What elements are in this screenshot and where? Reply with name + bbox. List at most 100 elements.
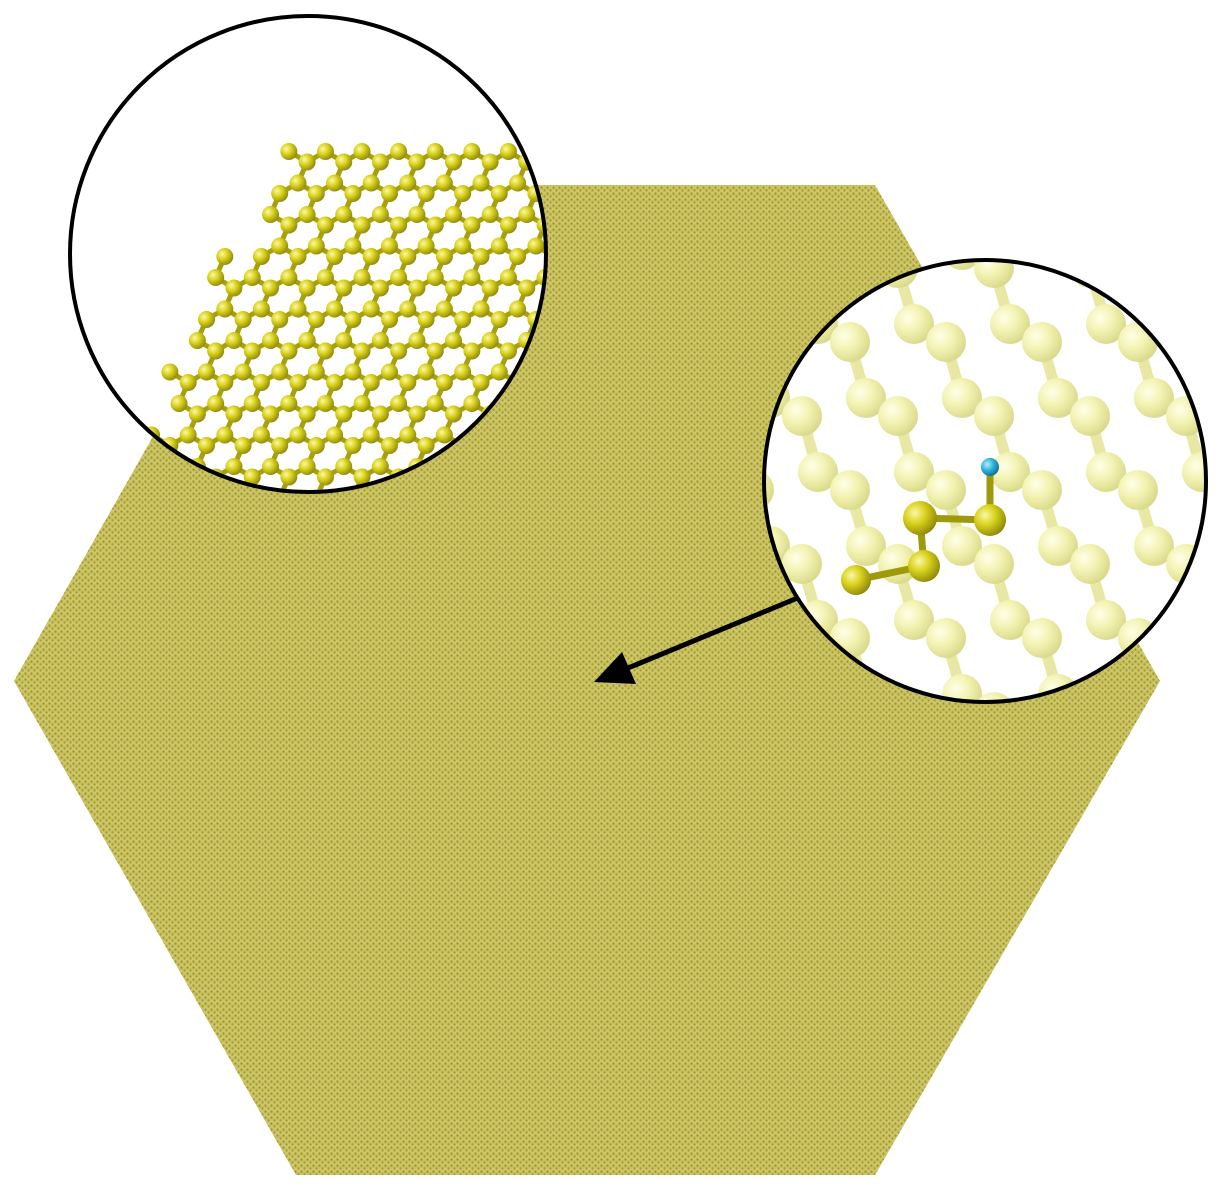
atom bbox=[463, 342, 481, 360]
atom bbox=[179, 374, 197, 391]
atom bbox=[646, 143, 663, 160]
lattice-atoms bbox=[124, 143, 755, 492]
faded-atom bbox=[1214, 174, 1226, 214]
atom bbox=[381, 311, 398, 328]
atom bbox=[326, 374, 344, 391]
atom bbox=[243, 342, 261, 360]
atom bbox=[463, 143, 481, 160]
atom bbox=[262, 458, 280, 475]
atom bbox=[216, 374, 234, 391]
atom bbox=[390, 216, 408, 234]
atom bbox=[271, 437, 289, 454]
atom bbox=[527, 237, 545, 255]
atom bbox=[316, 468, 334, 486]
atom bbox=[472, 248, 490, 265]
faded-atom bbox=[942, 378, 982, 418]
atom bbox=[399, 174, 417, 192]
atom bbox=[499, 342, 517, 360]
defect-atom bbox=[903, 501, 937, 535]
atom bbox=[371, 153, 389, 171]
atom bbox=[280, 342, 298, 360]
atom bbox=[472, 300, 490, 318]
atom bbox=[280, 269, 298, 286]
atom bbox=[344, 237, 362, 255]
atom bbox=[738, 154, 755, 171]
atom bbox=[326, 426, 344, 444]
atom bbox=[371, 458, 389, 475]
atom bbox=[262, 405, 280, 423]
atom bbox=[225, 458, 243, 475]
atom bbox=[252, 374, 270, 391]
atom bbox=[234, 437, 252, 454]
atom bbox=[720, 143, 737, 160]
atom bbox=[408, 279, 426, 297]
faded-atom bbox=[1038, 378, 1078, 418]
atom bbox=[683, 143, 700, 160]
atom bbox=[344, 311, 362, 328]
atom bbox=[316, 143, 334, 160]
faded-atom bbox=[974, 544, 1014, 584]
faded-atom bbox=[1214, 766, 1226, 806]
atom bbox=[243, 395, 261, 412]
atom bbox=[399, 300, 417, 318]
faded-atom bbox=[1070, 260, 1110, 288]
faded-atom bbox=[926, 322, 966, 362]
faded-atom bbox=[1038, 526, 1078, 566]
atom bbox=[225, 279, 243, 297]
faded-atom bbox=[846, 378, 886, 418]
faded-atom bbox=[798, 452, 838, 492]
atom bbox=[408, 332, 426, 349]
atom bbox=[353, 143, 371, 160]
atom bbox=[362, 248, 380, 265]
atom bbox=[481, 279, 499, 297]
faded-atom bbox=[1182, 748, 1222, 788]
faded-atom bbox=[1214, 322, 1226, 362]
atom bbox=[454, 185, 472, 202]
atom bbox=[454, 363, 472, 381]
atom bbox=[509, 174, 527, 192]
faded-atom bbox=[942, 526, 982, 566]
faded-atom bbox=[1214, 470, 1226, 510]
faded-atom bbox=[1086, 452, 1126, 492]
faded-atom bbox=[1214, 618, 1226, 658]
atom bbox=[417, 237, 435, 255]
atom bbox=[490, 237, 508, 255]
atom bbox=[335, 279, 353, 297]
defect-atom bbox=[841, 565, 871, 595]
atom bbox=[298, 405, 316, 423]
faded-atom bbox=[894, 452, 934, 492]
atom bbox=[353, 216, 371, 234]
faded-atom bbox=[1070, 396, 1110, 436]
atom bbox=[326, 174, 344, 192]
faded-atom bbox=[1134, 378, 1174, 418]
atom bbox=[298, 279, 316, 297]
atom bbox=[271, 185, 289, 202]
atom bbox=[499, 216, 517, 234]
hydrogen-atom bbox=[981, 458, 999, 476]
atom bbox=[518, 279, 536, 297]
atom bbox=[445, 332, 463, 349]
atom bbox=[381, 437, 398, 454]
atom bbox=[280, 468, 298, 486]
atom bbox=[610, 143, 627, 160]
faded-atom bbox=[1086, 156, 1126, 196]
atom bbox=[445, 405, 463, 423]
atom bbox=[252, 300, 270, 318]
atom bbox=[353, 342, 371, 360]
faded-atom bbox=[1182, 452, 1206, 492]
faded-atom bbox=[926, 618, 966, 658]
faded-atom bbox=[1022, 618, 1062, 658]
faded-atom bbox=[1022, 470, 1062, 510]
faded-atom bbox=[782, 396, 822, 436]
atom bbox=[362, 174, 380, 192]
atom bbox=[371, 206, 389, 223]
atom bbox=[701, 154, 718, 171]
atom bbox=[362, 300, 380, 318]
atom bbox=[262, 206, 280, 223]
atom bbox=[344, 437, 362, 454]
atom bbox=[435, 174, 453, 192]
atom bbox=[170, 395, 188, 412]
atom bbox=[390, 342, 408, 360]
faded-atom bbox=[1038, 260, 1078, 270]
atom bbox=[371, 279, 389, 297]
